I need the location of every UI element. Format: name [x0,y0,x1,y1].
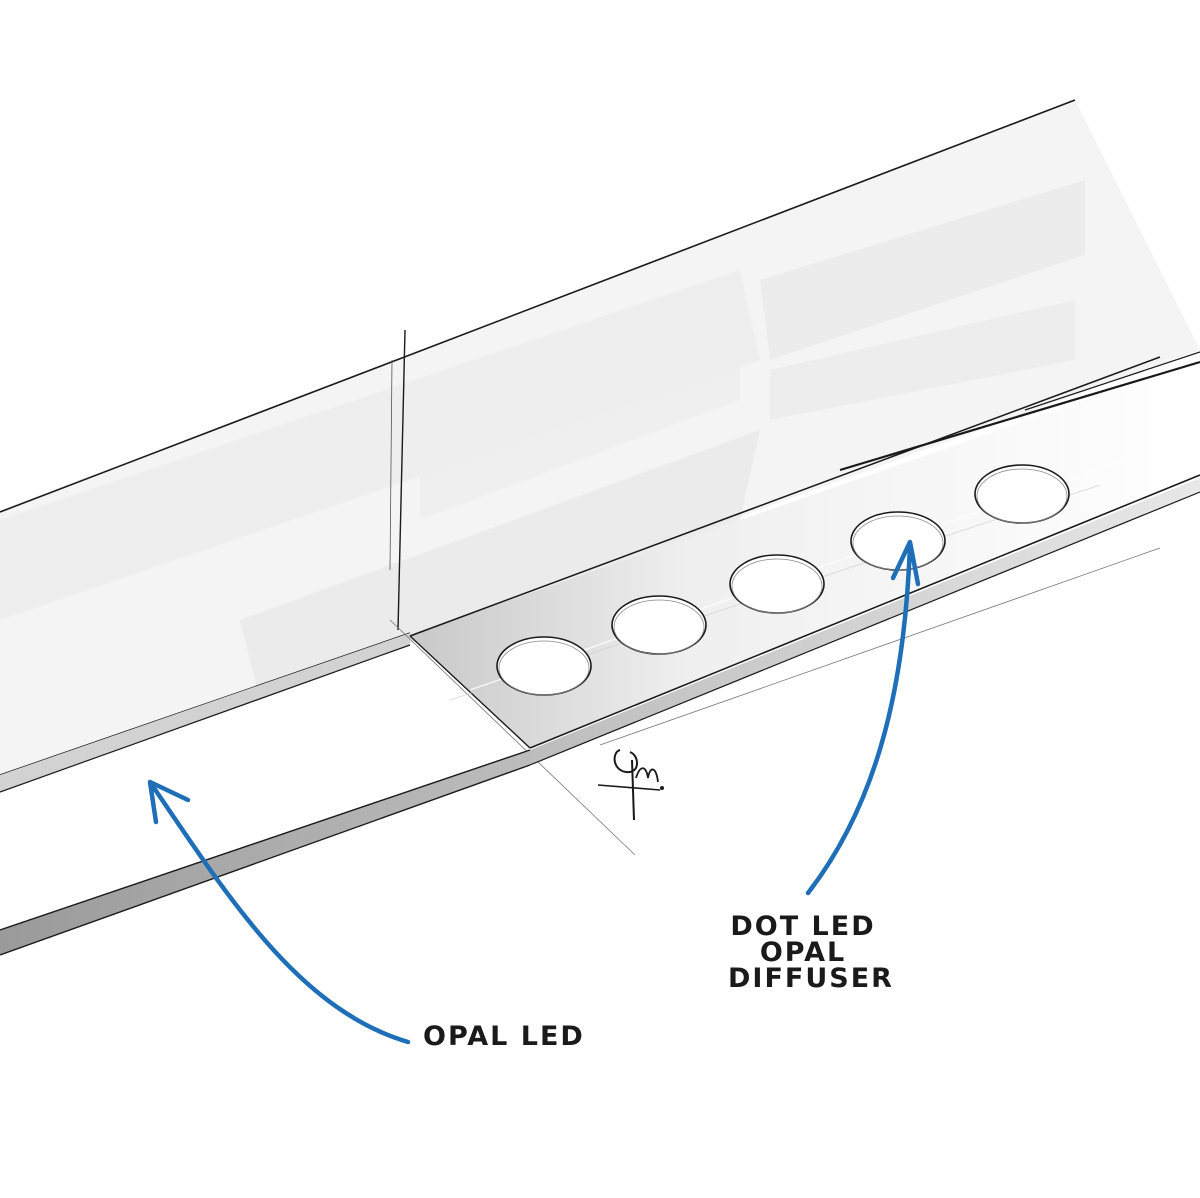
dot-led [974,464,1070,524]
dot-led [850,511,946,571]
profile-bottom-strip [0,478,1200,956]
dot-led [496,636,592,696]
dot-led-row [496,464,1070,696]
opal-led-panel [0,99,1200,793]
dot-led [729,554,825,614]
dot-led-label-line-3: DIFFUSER [728,963,894,994]
dot-led [611,595,707,655]
dot-led-arrowhead [890,539,921,587]
opal-led-arrowhead [147,779,191,825]
dot-led-arrow [805,542,913,896]
signature-mark [597,749,664,821]
dot-led-opal-diffuser-label: DOT LED OPAL DIFFUSER [728,911,894,994]
dot-led-label-line-1: DOT LED [730,911,876,942]
dot-led-label-line-2: OPAL [759,937,847,968]
opal-led-label: OPAL LED [423,1021,585,1052]
opal-led-arrow [149,782,411,1045]
